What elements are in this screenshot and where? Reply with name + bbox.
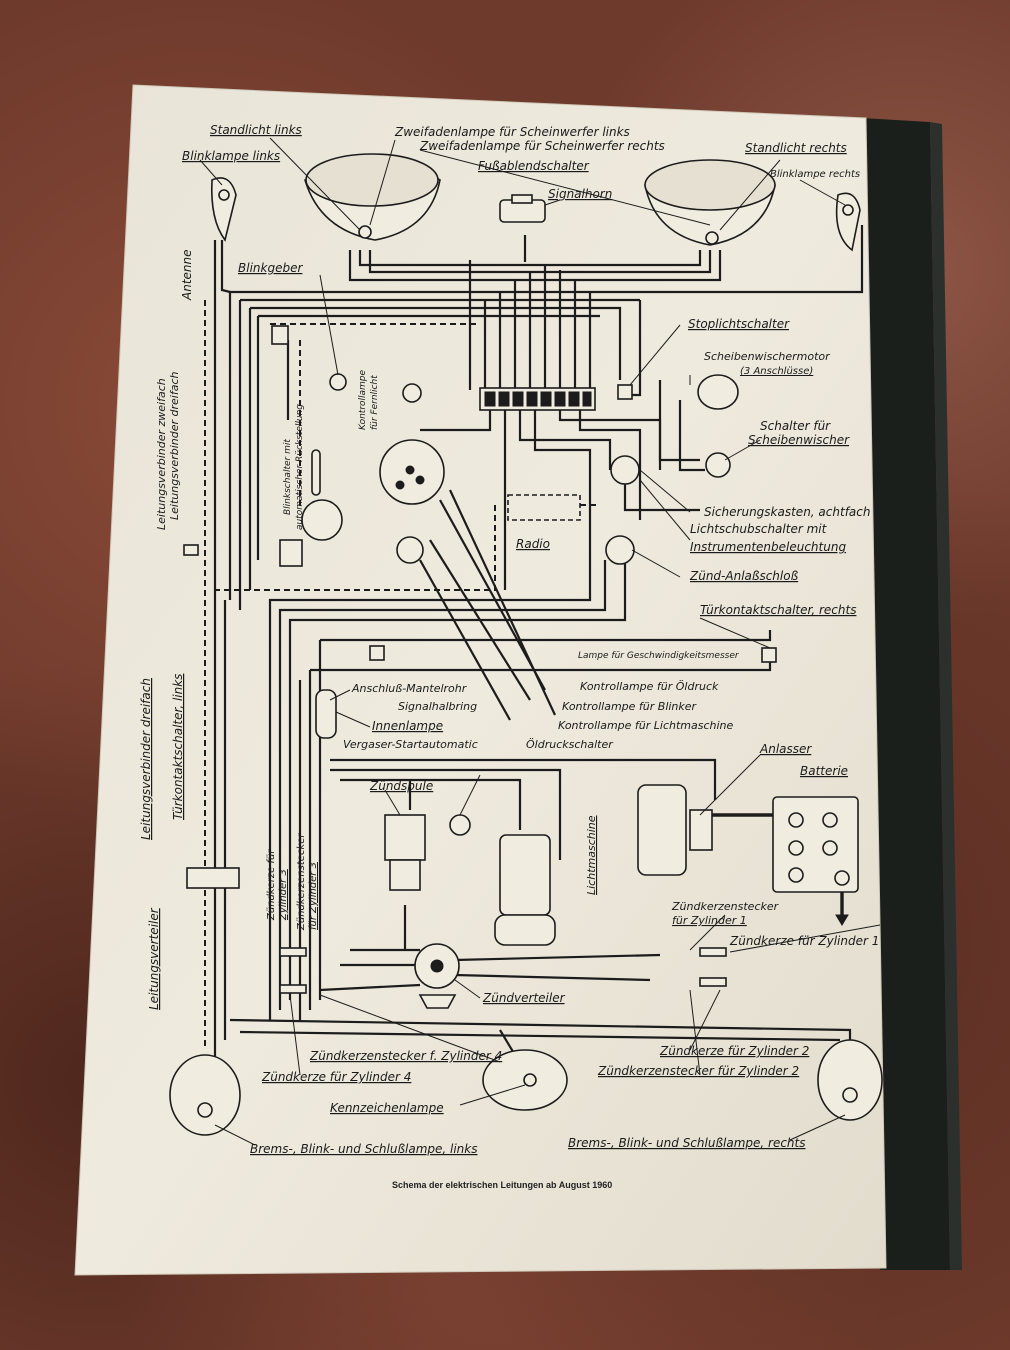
label-radio: Radio bbox=[516, 537, 550, 551]
wiper-motor bbox=[689, 374, 739, 410]
label-kontroll-lichtmaschine: Kontrollampe für Lichtmaschine bbox=[558, 719, 734, 732]
connectors-left bbox=[183, 539, 303, 567]
rear-lamp-left bbox=[169, 1054, 241, 1136]
light-switch bbox=[610, 455, 640, 485]
label-antenne: Antenne bbox=[180, 250, 194, 302]
label-oeldruckschalter: Öldruckschalter bbox=[526, 738, 614, 751]
fuse-box bbox=[479, 387, 596, 411]
binder-highlight bbox=[930, 122, 962, 1270]
gauge-small bbox=[396, 536, 424, 564]
label-zks-zyl3-a: Zündkerzenstecker bbox=[296, 833, 307, 931]
label-lichtmaschine: Lichtmaschine bbox=[585, 815, 598, 895]
label-blinklampe-links: Blinklampe links bbox=[182, 149, 280, 163]
speed-lamp bbox=[369, 645, 777, 663]
distribution-block bbox=[186, 867, 240, 889]
label-leitungsverteiler: Leitungsverteiler bbox=[147, 907, 161, 1010]
ignition-coil bbox=[384, 814, 426, 891]
spark-plugs bbox=[279, 947, 727, 994]
label-zuend-anlass: Zünd-Anlaßschloß bbox=[689, 569, 799, 583]
label-blinkschalter2: automatischer Rückstellung bbox=[295, 404, 305, 530]
label-schalter-fuer: Schalter für bbox=[760, 419, 831, 433]
label-zks-zyl3-b: für Zylinder 3 bbox=[308, 862, 319, 930]
label-zks-zyl2: Zündkerzenstecker für Zylinder 2 bbox=[597, 1064, 799, 1078]
headlight-left bbox=[304, 153, 441, 241]
label-zks-zyl1-a: Zündkerzenstecker bbox=[671, 900, 780, 913]
label-sicherungskasten: Sicherungskasten, achtfach bbox=[704, 505, 870, 519]
distributor bbox=[414, 943, 460, 1009]
label-kennzeichenlampe: Kennzeichenlampe bbox=[330, 1101, 444, 1115]
label-signalhalbring: Signalhalbring bbox=[398, 700, 477, 713]
label-signalhorn: Signalhorn bbox=[548, 187, 612, 201]
label-innenlampe: Innenlampe bbox=[372, 719, 443, 733]
ignition-switch bbox=[605, 535, 635, 565]
label-kontrolllampe-fernlicht: Kontrollampe bbox=[358, 369, 368, 430]
label-kontrolllampe-fernlicht2: für Fernlicht bbox=[370, 375, 380, 430]
label-brems-links: Brems-, Blink- und Schlußlampe, links bbox=[250, 1142, 478, 1156]
turn-lamp-left bbox=[210, 177, 237, 242]
label-zks-zyl1-b: für Zylinder 1 bbox=[672, 914, 747, 927]
signal-horn bbox=[499, 194, 546, 223]
label-standlicht-rechts: Standlicht rechts bbox=[745, 141, 847, 155]
label-brems-rechts: Brems-, Blink- und Schlußlampe, rechts bbox=[568, 1136, 806, 1150]
label-blinkschalter: Blinkschalter mit bbox=[283, 439, 293, 515]
label-scheibenwischer: Scheibenwischer bbox=[748, 433, 850, 447]
label-zks-zyl4: Zündkerzenstecker f. Zylinder 4 bbox=[309, 1049, 502, 1063]
label-anlasser: Anlasser bbox=[759, 742, 812, 756]
labels: Standlicht links Zweifadenlampe für Sche… bbox=[139, 123, 879, 1156]
binder-edge bbox=[862, 118, 950, 1270]
label-zk-zyl3-a: Zündkerze für bbox=[266, 849, 277, 921]
label-zuendspule: Zündspule bbox=[369, 779, 433, 793]
label-kontroll-blinker: Kontrollampe für Blinker bbox=[562, 700, 698, 713]
turn-switch bbox=[301, 449, 343, 541]
label-zweifaden-links: Zweifadenlampe für Scheinwerfer links bbox=[394, 125, 630, 139]
label-zweifaden-rechts: Zweifadenlampe für Scheinwerfer rechts bbox=[419, 139, 665, 153]
label-leitungsverbinder-zweifach: Leitungsverbinder zweifach bbox=[155, 378, 168, 530]
label-tuerkontakt-rechts: Türkontaktschalter, rechts bbox=[700, 603, 856, 617]
label-anschluss-mantelrohr: Anschluß-Mantelrohr bbox=[351, 682, 468, 695]
radio-box bbox=[507, 494, 581, 521]
flasher-unit bbox=[271, 325, 289, 345]
label-anschluesse: (3 Anschlüsse) bbox=[740, 366, 813, 377]
starter-motor bbox=[637, 784, 713, 876]
label-batterie: Batterie bbox=[800, 764, 848, 778]
dynamo bbox=[494, 834, 556, 946]
oil-pressure-switch bbox=[449, 814, 471, 836]
rear-lamp-right bbox=[817, 1039, 883, 1121]
headlight-right bbox=[644, 159, 776, 246]
label-leitungsverbinder-dreifach2: Leitungsverbinder dreifach bbox=[139, 678, 153, 840]
label-zk-zyl3-b: Zylinder 3 bbox=[278, 869, 289, 921]
plate-lamp bbox=[482, 1049, 568, 1111]
label-tuerkontakt-links: Türkontaktschalter, links bbox=[171, 674, 185, 820]
label-vergaser: Vergaser-Startautomatic bbox=[343, 738, 478, 751]
label-fussabblend: Fußablendschalter bbox=[478, 159, 590, 173]
turn-lamp-right bbox=[835, 192, 861, 252]
battery bbox=[772, 796, 859, 926]
label-zuendverteiler: Zündverteiler bbox=[482, 991, 566, 1005]
wire-harness bbox=[204, 225, 864, 1095]
wiper-switch bbox=[705, 452, 731, 478]
diagram-caption: Schema der elektrischen Leitungen ab Aug… bbox=[392, 1180, 612, 1190]
label-instrumentenbeleuchtung: Instrumentenbeleuchtung bbox=[690, 540, 846, 554]
label-zk-zyl2: Zündkerze für Zylinder 2 bbox=[659, 1044, 809, 1058]
paper-sheet bbox=[74, 84, 887, 1276]
label-zk-zyl4: Zündkerze für Zylinder 4 bbox=[261, 1070, 411, 1084]
leader-lines bbox=[199, 137, 881, 1146]
label-kontroll-oeldruck: Kontrollampe für Öldruck bbox=[580, 680, 719, 693]
label-blinkgeber: Blinkgeber bbox=[238, 261, 303, 275]
interior-lamp bbox=[315, 689, 337, 739]
speedometer-cluster bbox=[379, 439, 445, 505]
label-stoplichtschalter: Stoplichtschalter bbox=[688, 317, 790, 331]
stoplight-switch bbox=[617, 384, 633, 400]
label-lampe-geschwindigkeit: Lampe für Geschwindigkeitsmesser bbox=[578, 651, 740, 661]
label-standlicht-links: Standlicht links bbox=[210, 123, 302, 137]
label-leitungsverbinder-dreifach: Leitungsverbinder dreifach bbox=[168, 372, 181, 520]
label-blinklampe-rechts: Blinklampe rechts bbox=[770, 169, 860, 180]
label-scheibenwischermotor: Scheibenwischermotor bbox=[704, 350, 831, 363]
label-lichtschub: Lichtschubschalter mit bbox=[690, 522, 828, 536]
label-zk-zyl1: Zündkerze für Zylinder 1 bbox=[729, 934, 879, 948]
